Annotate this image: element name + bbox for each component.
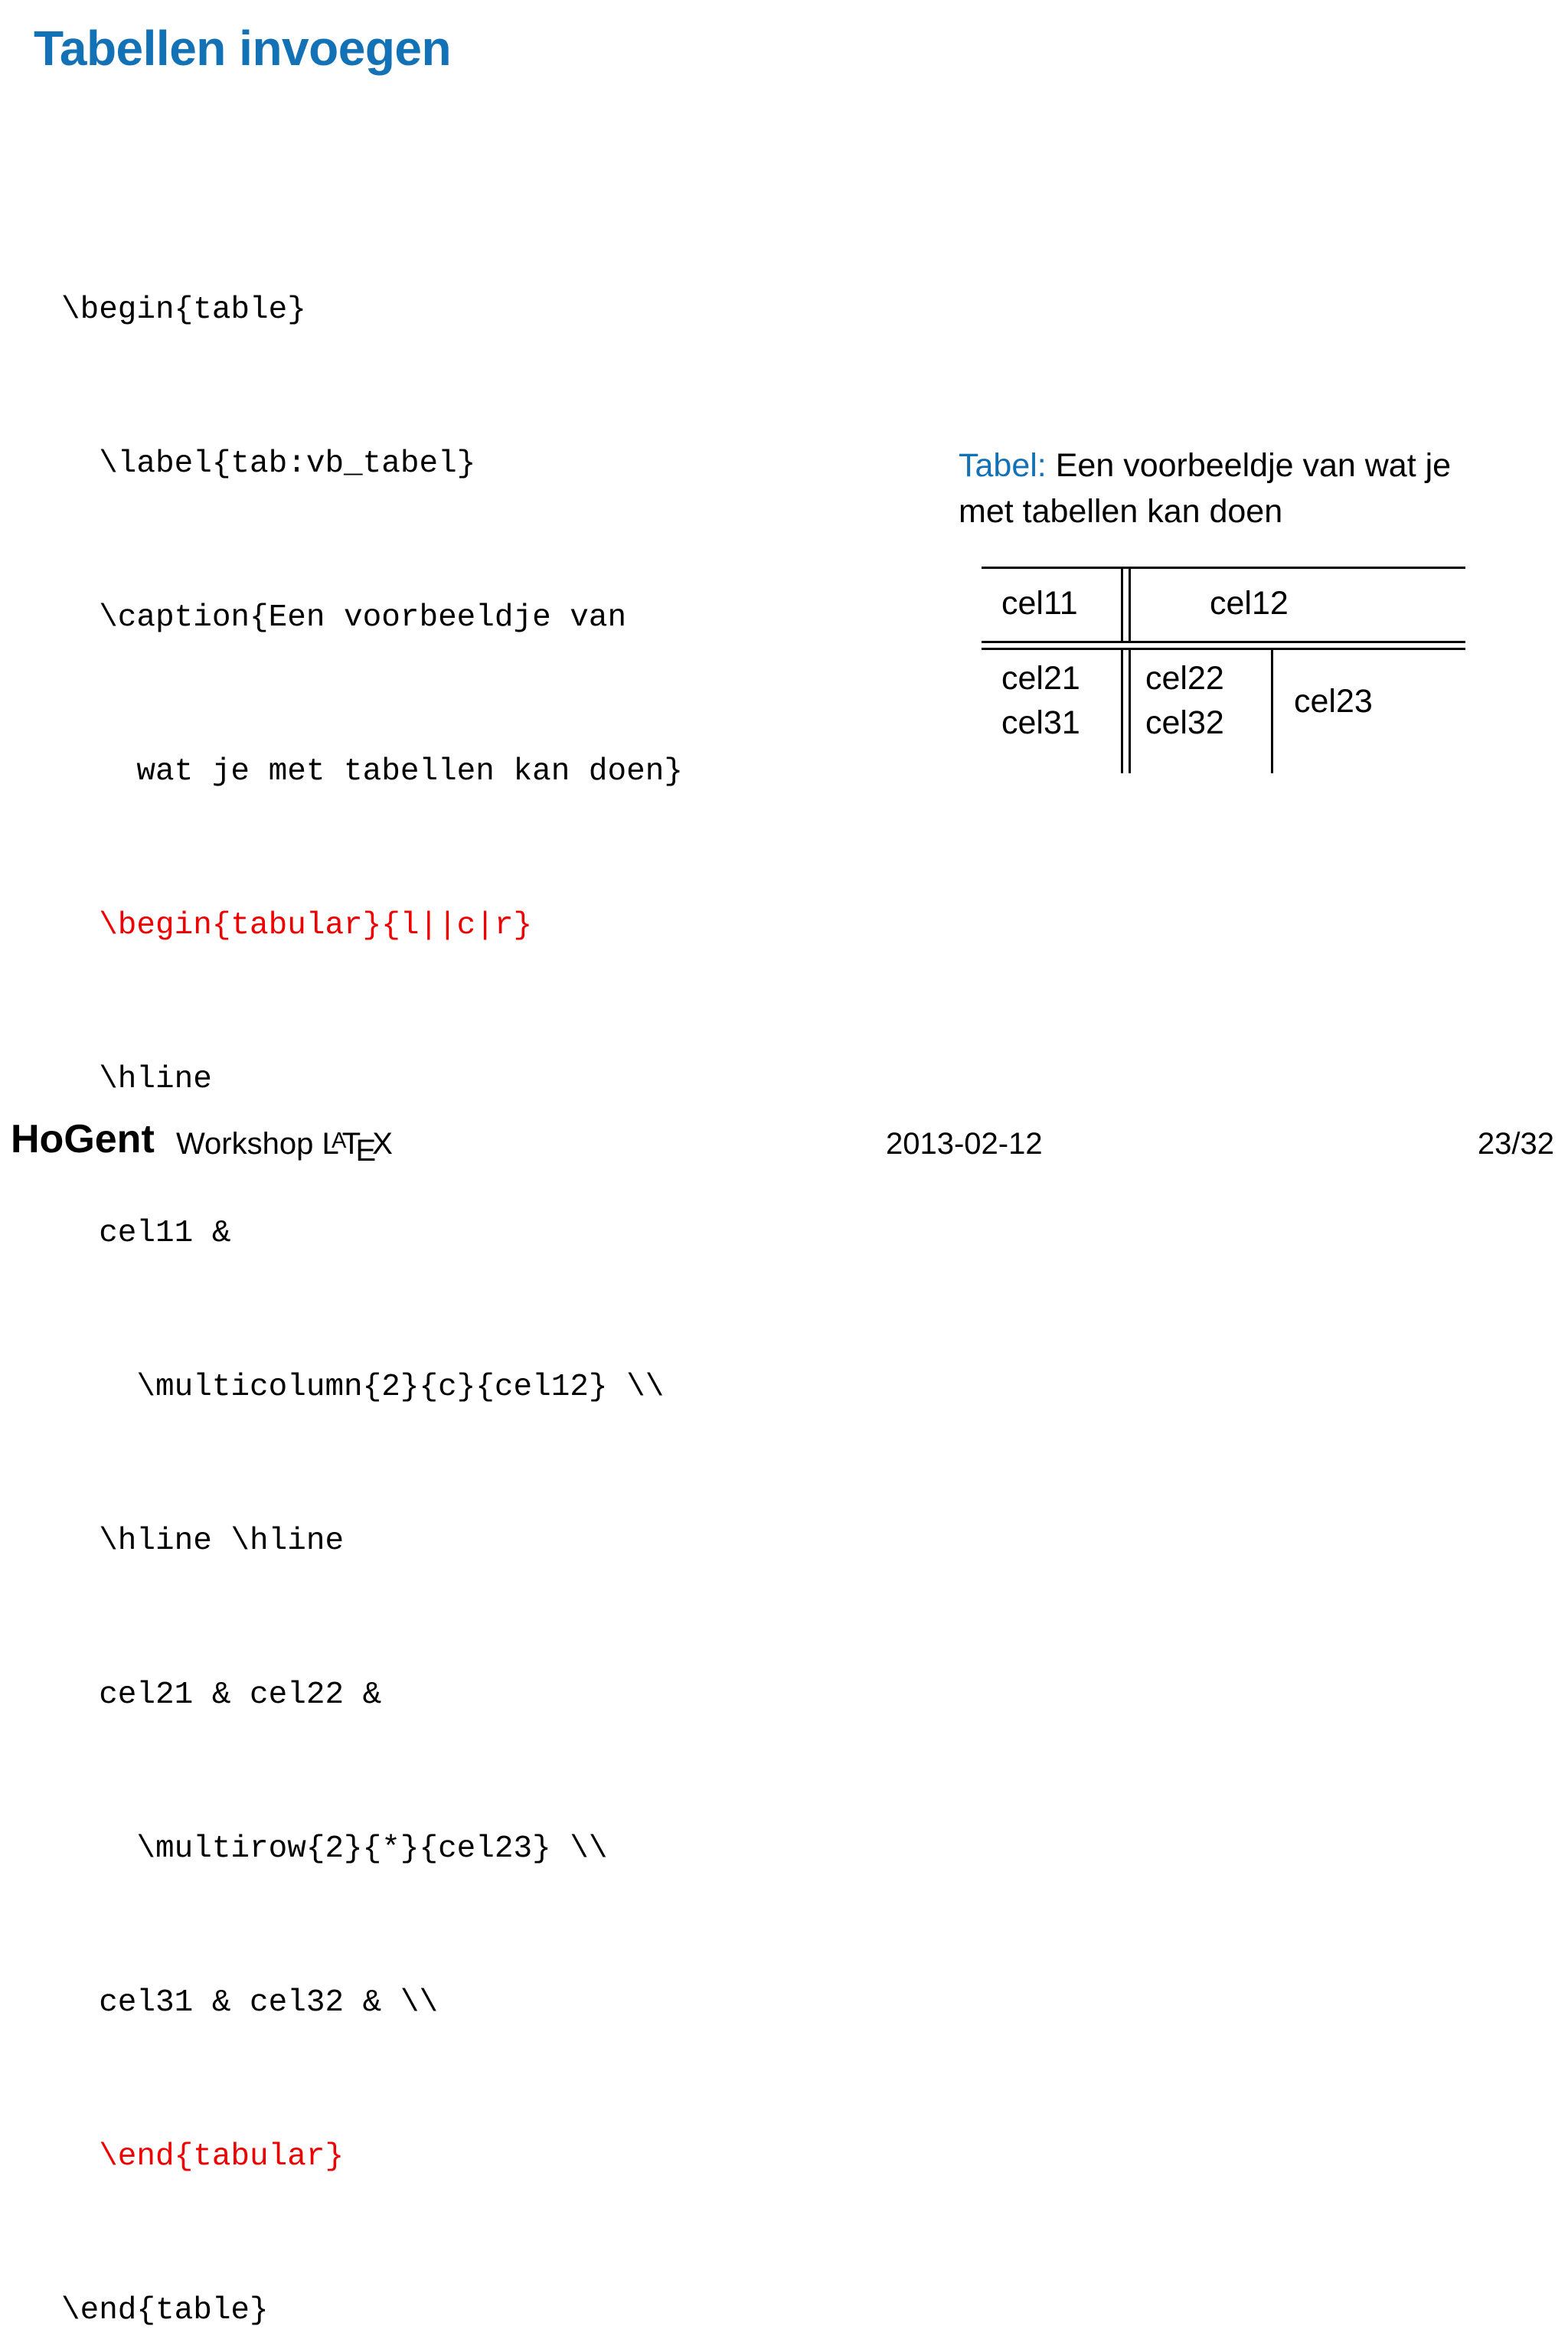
rendered-table: cel11 cel12 cel21 cel22 cel31 cel32 cel2… (982, 567, 1465, 773)
table-caption-label: Tabel: (959, 447, 1047, 484)
code-line: \caption{Een voorbeeldje van (61, 600, 627, 635)
footer-date: 2013-02-12 (886, 1127, 1043, 1161)
footer-subject: Workshop LATEX (176, 1127, 393, 1168)
table-vrule-row2-right (1129, 648, 1131, 773)
rendered-table-wrapper: cel11 cel12 cel21 cel22 cel31 cel32 cel2… (982, 567, 1465, 773)
code-line: \multirow{2}{*}{cel23} \\ (61, 1831, 608, 1867)
footer-subject-prefix: Workshop (176, 1127, 322, 1161)
latex-logo-l: L (322, 1127, 338, 1161)
latex-logo-t: T (341, 1127, 361, 1161)
table-cell-cel21: cel21 (1001, 660, 1080, 697)
code-line: \begin{table} (61, 292, 306, 328)
footer-page-number: 23/32 (1477, 1127, 1554, 1161)
table-cell-cel32: cel32 (1145, 704, 1224, 741)
table-rule-top (982, 567, 1465, 569)
latex-logo: LATEX (322, 1127, 393, 1168)
table-cell-cel11: cel11 (1001, 585, 1078, 622)
rendered-output-panel: Tabel:Een voorbeeldje van wat je met tab… (959, 443, 1525, 534)
code-line: cel11 & (61, 1216, 231, 1251)
table-caption-text: Een voorbeeldje van wat je met tabellen … (959, 447, 1452, 530)
table-rule-middle-upper (982, 641, 1465, 643)
code-line: \end{table} (61, 2293, 269, 2328)
code-line-highlighted: \end{tabular} (61, 2139, 345, 2174)
latex-logo-x: X (372, 1127, 393, 1161)
code-line: wat je met tabellen kan doen} (61, 754, 683, 789)
table-vrule-row1-right (1129, 567, 1131, 641)
table-caption: Tabel:Een voorbeeldje van wat je met tab… (959, 443, 1494, 534)
code-line-highlighted: \begin{tabular}{l||c|r} (61, 908, 533, 943)
code-line: \multicolumn{2}{c}{cel12} \\ (61, 1370, 665, 1405)
table-rule-middle-lower (982, 648, 1465, 650)
table-vrule-row1-left (1121, 567, 1123, 641)
latex-code-listing: \begin{table} \label{tab:vb_tabel} \capt… (61, 182, 683, 2352)
footer-brand-hogent: HoGent (11, 1117, 155, 1161)
code-line: \label{tab:vb_tabel} (61, 446, 476, 482)
table-cell-cel12: cel12 (1210, 585, 1289, 622)
page-title: Tabellen invoegen (34, 21, 452, 76)
code-line: \hline \hline (61, 1524, 345, 1559)
table-cell-cel31: cel31 (1001, 704, 1080, 741)
table-vrule-col3 (1271, 648, 1273, 773)
table-cell-cel22: cel22 (1145, 660, 1224, 697)
code-line: cel21 & cel22 & (61, 1677, 382, 1713)
latex-logo-e: E (355, 1133, 377, 1168)
table-vrule-row2-left (1121, 648, 1123, 773)
latex-logo-a: A (332, 1128, 346, 1153)
table-cell-cel23: cel23 (1294, 683, 1373, 720)
slide-footer: HoGent Workshop LATEX 2013-02-12 23/32 (0, 1099, 1568, 1176)
code-line: \hline (61, 1062, 212, 1097)
code-line: cel31 & cel32 & \\ (61, 1985, 439, 2020)
